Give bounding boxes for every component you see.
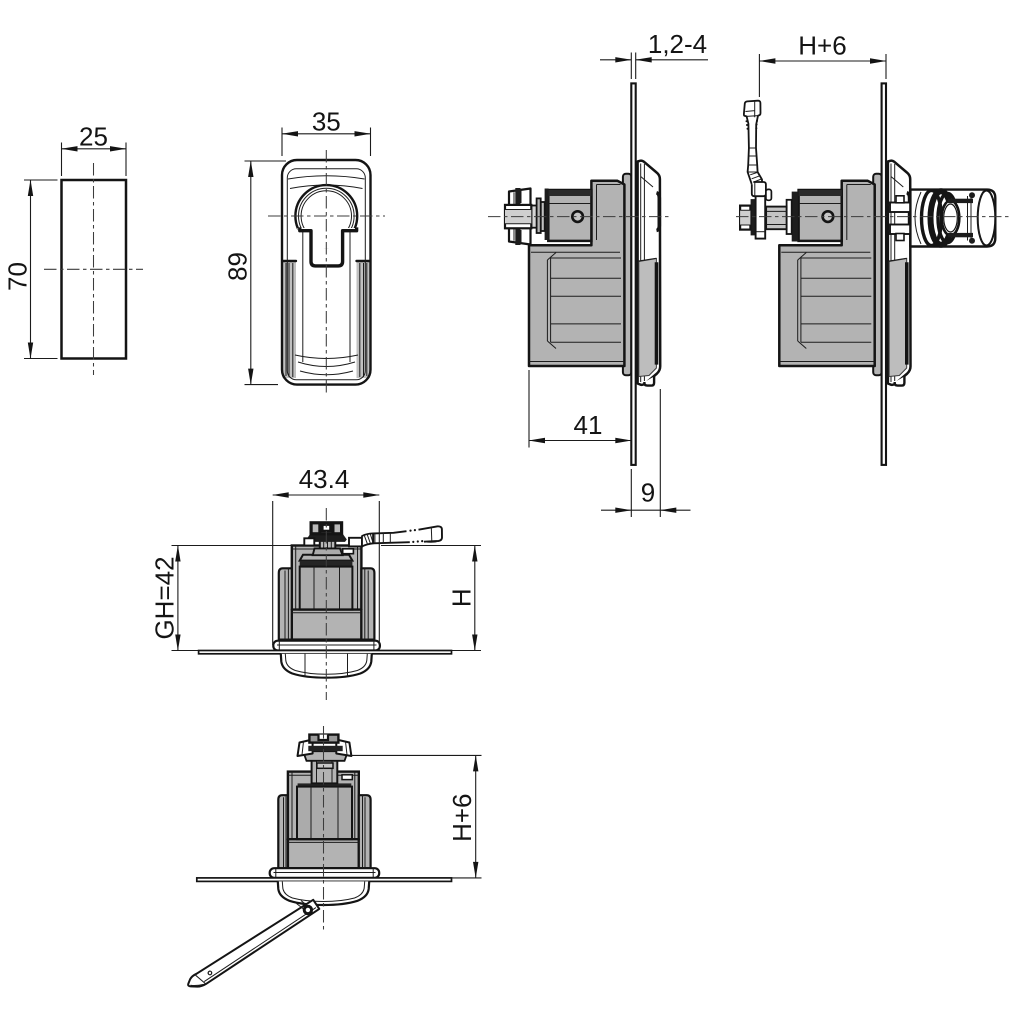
svg-text:35: 35 xyxy=(312,107,341,137)
svg-text:9: 9 xyxy=(641,478,655,508)
svg-text:25: 25 xyxy=(79,122,108,152)
svg-text:H+6: H+6 xyxy=(798,31,846,61)
svg-text:1,2-4: 1,2-4 xyxy=(648,29,707,59)
svg-text:H+6: H+6 xyxy=(447,793,477,841)
svg-text:H: H xyxy=(446,588,476,607)
svg-text:GH=42: GH=42 xyxy=(150,556,180,639)
svg-text:41: 41 xyxy=(574,410,603,440)
svg-text:43.4: 43.4 xyxy=(299,464,350,494)
svg-text:70: 70 xyxy=(3,262,33,291)
svg-text:89: 89 xyxy=(223,252,253,281)
